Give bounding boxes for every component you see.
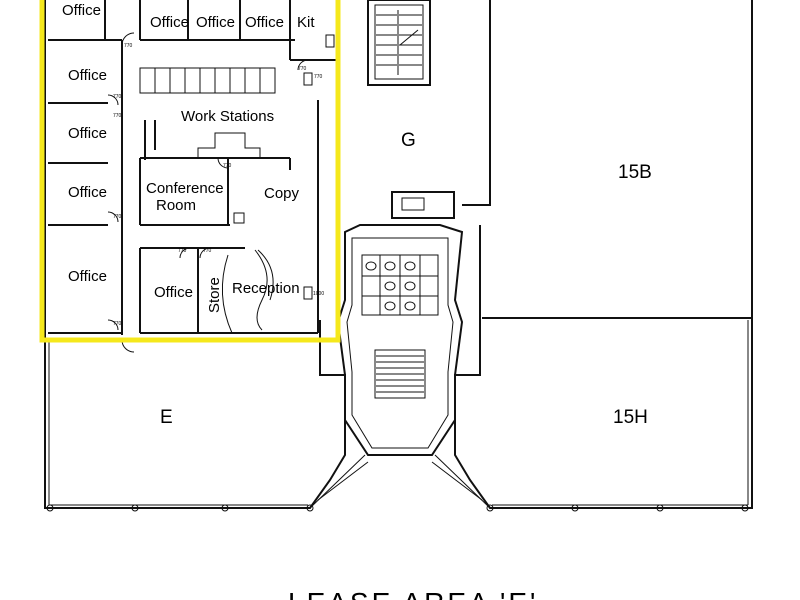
- area-label-g: G: [401, 130, 416, 151]
- door-tag: 770: [203, 248, 212, 254]
- area-label-15h: 15H: [613, 407, 648, 428]
- room-label-kit: Kit: [297, 14, 315, 31]
- room-label-office: Office: [150, 14, 189, 31]
- room-label-office: Office: [62, 2, 101, 19]
- plan-title: LEASE AREA 'E': [288, 587, 538, 600]
- room-label-office: Office: [196, 14, 235, 31]
- room-label-office: Office: [68, 125, 107, 142]
- lease-boundary: [39, 0, 341, 343]
- area-label-e: E: [160, 407, 173, 428]
- room-label-reception: Reception: [232, 280, 300, 297]
- door-tag: 770: [113, 321, 122, 327]
- door-tag: 770: [113, 94, 122, 100]
- room-label-office: Office: [154, 284, 193, 301]
- door-tag: 770: [178, 248, 187, 254]
- room-label-work-stations: Work Stations: [181, 108, 274, 125]
- room-label-office: Office: [68, 268, 107, 285]
- door-tag: 770: [223, 163, 232, 169]
- door-tag: 770: [113, 113, 122, 119]
- room-label-store: Store: [206, 277, 223, 313]
- door-tag: 770: [314, 74, 323, 80]
- stair-top: [367, 0, 431, 86]
- room-label-office: Office: [245, 14, 284, 31]
- building-outline: [44, 0, 753, 512]
- room-label-office: Office: [68, 184, 107, 201]
- door-tag: 1000: [313, 291, 324, 297]
- room-label-conference-room: Room: [156, 197, 196, 214]
- stair-bottom: [374, 349, 426, 399]
- service-room: [391, 191, 455, 219]
- area-label-15b: 15B: [618, 162, 652, 183]
- door-tag: 770: [298, 66, 307, 72]
- door-tag: 770: [124, 43, 133, 49]
- room-label-copy: Copy: [264, 185, 300, 202]
- lease-walls: [48, 0, 338, 335]
- door-tag: 770: [113, 214, 122, 220]
- room-label-office: Office: [68, 67, 107, 84]
- room-label-conference: Conference: [146, 180, 224, 197]
- lease-area-e: Office Office Office Office Kit Office O…: [39, 0, 341, 353]
